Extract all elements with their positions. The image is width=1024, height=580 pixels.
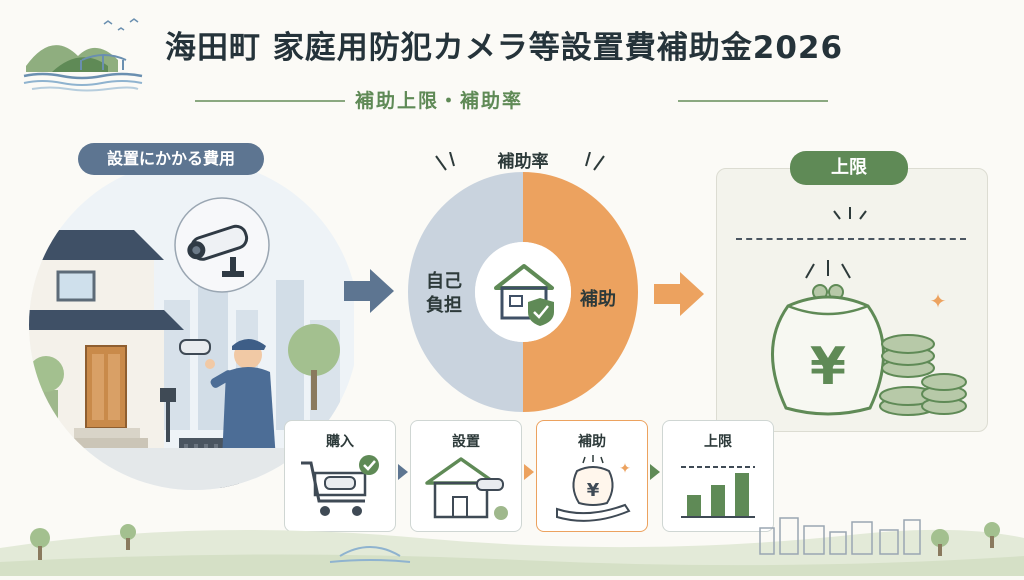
arrow-right-icon [344,267,396,319]
house-installation-illustration [14,160,359,494]
yen-purse-coins-icon: ¥ ✦ [748,258,968,432]
self-pay-label-line2: 負担 [426,295,462,316]
svg-text:✦: ✦ [619,461,631,477]
cart-camera-icon [301,455,379,516]
cost-label: 設置にかかる費用 [78,143,264,175]
divider-left [195,100,345,102]
divider-right [678,100,828,102]
donut-title: 補助率 [497,152,549,172]
sparkle-lines-icon [430,151,610,186]
town-logo [22,16,152,98]
hand-yen-purse-icon: ¥ ✦ [556,455,631,522]
svg-text:✦: ✦ [930,289,947,313]
svg-text:¥: ¥ [810,337,846,397]
step-subsidy-label: 補助 [578,434,606,450]
step-install: 設置 [410,420,522,532]
camera-closeup [172,195,272,299]
self-pay-label: 自己 負担 [420,270,468,318]
house-camera-icon [425,457,508,520]
subsidy-label: 補助 [580,289,616,310]
limit-blank-line [736,238,966,240]
arrow-right-icon [654,270,706,322]
step-limit: 上限 [662,420,774,532]
step-purchase: 購入 [284,420,396,532]
step-limit-label: 上限 [704,434,732,450]
house-shield-icon [488,258,564,332]
step-purchase-label: 購入 [326,434,354,450]
self-pay-label-line1: 自己 [426,271,462,292]
chevron-right-icon [648,462,662,486]
chevron-right-icon [396,462,410,486]
limit-label: 上限 [790,151,908,185]
bottom-landscape [0,508,1024,580]
page-title: 海田町 家庭用防犯カメラ等設置費補助金2026 [165,30,844,66]
chevron-right-icon [522,462,536,486]
page-subtitle: 補助上限・補助率 [355,90,524,112]
limit-sparkle-icon [830,205,870,229]
step-subsidy: 補助 ¥ ✦ [536,420,648,532]
step-install-label: 設置 [452,434,480,450]
subsidy-rate-donut [408,172,638,420]
svg-text:¥: ¥ [587,480,600,501]
bar-chart-limit-icon [681,466,755,518]
